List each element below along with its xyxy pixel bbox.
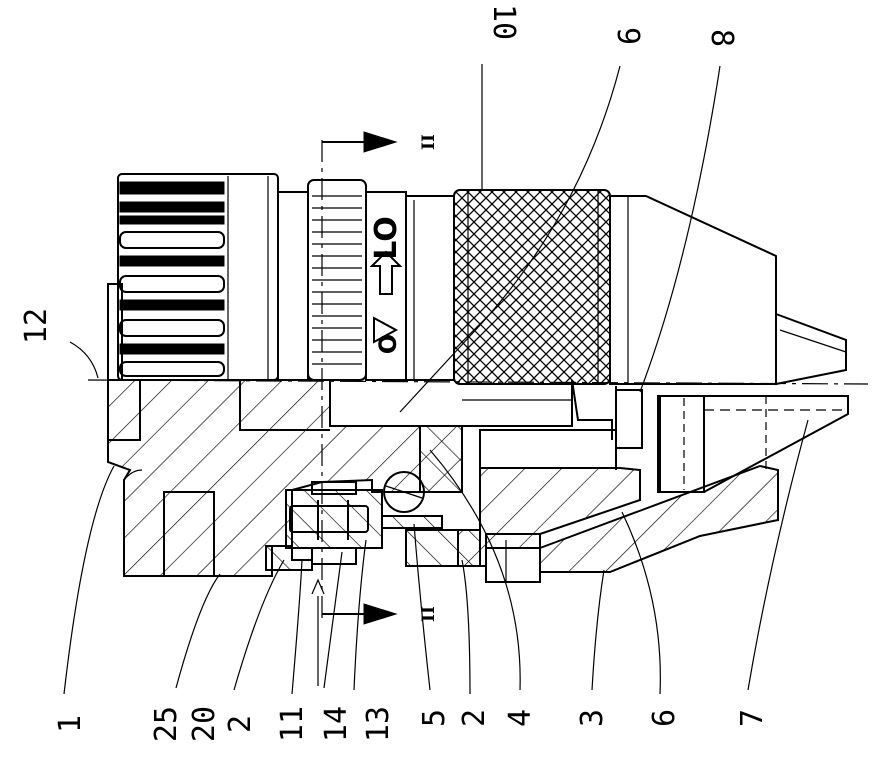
part-label-6: 6 [647, 709, 682, 727]
zero-mark-text: O [374, 334, 402, 354]
jaw-tip [775, 312, 847, 386]
part-label-20: 20 [187, 706, 222, 742]
part-label-25: 25 [149, 706, 184, 742]
section-mark-bottom: II [419, 606, 439, 622]
front-cone [609, 195, 777, 385]
part-label-2a: 2 [223, 715, 258, 733]
zero-indicator-triangle [373, 316, 399, 344]
rear-grip-ring [107, 173, 279, 381]
part-label-7: 7 [735, 709, 770, 727]
pinion-assembly [285, 481, 383, 565]
section-arrow-top [322, 131, 398, 153]
chuck-jaw [657, 395, 849, 493]
part-label-4: 4 [503, 709, 538, 727]
lock-marking-ring: LO O [365, 191, 455, 381]
part-label-1: 1 [53, 715, 88, 733]
part-label-13: 13 [361, 706, 396, 742]
part-label-14: 14 [319, 706, 354, 742]
grip-ribs [119, 181, 225, 377]
part-label-3: 3 [575, 709, 610, 727]
knurled-sleeve [453, 189, 611, 385]
part-label-11: 11 [275, 706, 310, 742]
part-label-2b: 2 [457, 709, 492, 727]
part-label-12: 12 [19, 308, 54, 344]
front-cone-section [457, 467, 641, 567]
section-arrow-bottom [322, 603, 398, 625]
locking-ball [383, 471, 425, 513]
part-label-5: 5 [417, 709, 452, 727]
part-labels: 1 25 20 2 11 14 13 5 2 4 3 6 7 12 10 9 8 [19, 4, 770, 742]
part-label-9: 9 [610, 27, 645, 45]
retainer-section [265, 545, 313, 571]
part-label-8: 8 [704, 29, 739, 47]
toothed-ring [307, 179, 367, 381]
body-recess [163, 491, 215, 577]
jaw-guide-section [539, 464, 779, 573]
part-label-10: 10 [486, 4, 521, 40]
leader-lines [63, 64, 809, 695]
lock-arrow-icon [369, 250, 403, 295]
spring-plate [381, 515, 443, 529]
section-mark-top: II [419, 134, 439, 150]
